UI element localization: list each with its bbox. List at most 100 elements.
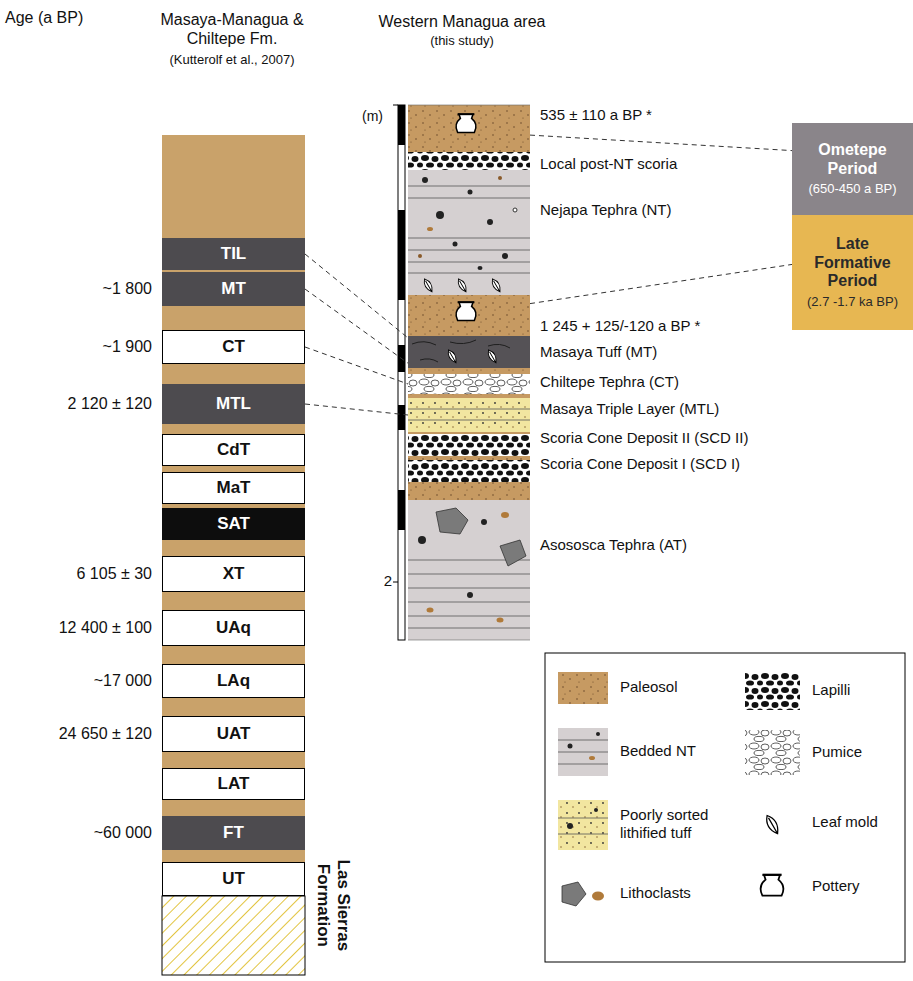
scale-bar [393,105,405,640]
strat-layer: 535 ± 110 a BP * [408,105,530,152]
correlation-line [305,254,408,338]
section-column [408,336,530,368]
left-column-ground [162,135,305,896]
legend-sample [558,740,608,764]
scale-bar [398,405,405,430]
section-column [408,105,530,640]
section-column [487,219,493,225]
period-box: Late Formative Period(2.7 -1.7 ka BP) [792,215,913,330]
section-column [502,253,508,259]
strat-layer: 1 245 + 125/-120 a BP * [408,296,530,334]
legend-sample [761,875,784,896]
tephra-unit-box: SAT [162,508,305,540]
tephra-unit-box: UAq [162,610,305,646]
axis-title: Age (a BP) [5,8,135,27]
section-column [436,508,468,534]
legend-text: Lapilli [812,681,900,699]
box-title: Ometepe Period [796,141,909,178]
section-column [408,560,530,628]
legend-sample [745,730,800,775]
section-column [456,277,469,293]
section-column [422,277,435,293]
column-source: (this study) [367,33,557,49]
strat-layer: Nejapa Tephra (NT) [408,170,530,295]
scale-bar [398,210,405,300]
column-title: Masaya-Managua & Chiltepe Fm. [152,10,312,48]
box-title: TIL [221,244,247,264]
layer-label: Masaya Triple Layer (MTL) [540,399,719,419]
section-column [501,512,509,518]
layer-label: 1 245 + 125/-120 a BP * [540,316,700,336]
section-column [486,348,499,364]
left-column-ground [162,135,305,975]
scale-bar [398,105,405,145]
correlation-line [305,347,408,384]
section-column [408,170,530,295]
strat-layer: Scoria Cone Deposit II (SCD II) [408,434,530,456]
scale-bar [398,105,405,640]
period-box: Ometepe Period(650-450 a BP) [792,123,913,215]
section-column [408,460,530,482]
section-column [513,208,517,212]
unit-label: (m) [362,108,394,125]
layer-label: Nejapa Tephra (NT) [540,200,671,220]
section-column [422,177,428,183]
correlation-line [530,135,792,151]
section-column [427,608,434,613]
legend-sample [558,672,608,704]
box-title: MaT [217,478,251,498]
scale-bar [398,490,405,530]
box-title: MTL [216,394,251,414]
section-column [408,105,530,640]
legend-sample [592,892,604,901]
box-title: CdT [217,440,250,460]
legend-text: Pumice [812,743,900,761]
section-column [456,114,476,132]
tephra-unit-box: UAT [162,716,305,752]
legend-frame [545,653,905,962]
section-column [478,266,483,270]
strat-layer: Masaya Tuff (MT) [408,336,530,368]
age-label: ~1 800 [18,279,152,298]
correlation-line [305,404,408,415]
strat-layer: Chiltepe Tephra (CT) [408,374,530,394]
layer-label: Chiltepe Tephra (CT) [540,372,679,392]
strat-layer: Local post-NT scoria [408,152,530,170]
layer-label: Masaya Tuff (MT) [540,342,657,362]
correlation-line [305,289,408,363]
age-label: ~17 000 [18,671,152,690]
age-label: 24 650 ± 120 [18,724,152,743]
legend-text: Pottery [812,877,900,895]
legend-text: Lithoclasts [620,884,730,902]
section-column [408,409,530,420]
box-title: FT [223,823,244,843]
legend-sample [558,800,608,850]
section-column [408,434,530,456]
section-column [446,348,459,364]
legend-sample [568,744,573,749]
section-column [408,105,530,640]
section-column [497,618,504,623]
column-source: (Kutterolf et al., 2007) [142,52,322,68]
section-column [436,211,444,219]
tephra-unit-box: CdT [162,434,305,466]
legend-sample [562,882,586,906]
tephra-unit-box: FT [162,816,305,850]
box-title: Late Formative Period [796,235,909,290]
box-title: LAq [217,671,250,691]
strat-layer: Scoria Cone Deposit I (SCD I) [408,460,530,482]
tephra-unit-box: LAT [162,768,305,800]
tephra-unit-box: MaT [162,472,305,504]
legend-text: Leaf mold [812,813,900,831]
tephra-unit-box: CT [162,330,305,364]
section-column [500,540,526,566]
legend-sample [763,813,781,835]
section-column [408,152,530,170]
section-column [408,374,530,394]
scale-number: 2 [380,572,392,590]
legend-sample [589,756,595,760]
legend-text: Poorly sorted lithified tuff [620,806,732,842]
section-column [481,519,487,525]
section-column [490,277,503,293]
age-label: 12 400 ± 100 [18,618,152,637]
